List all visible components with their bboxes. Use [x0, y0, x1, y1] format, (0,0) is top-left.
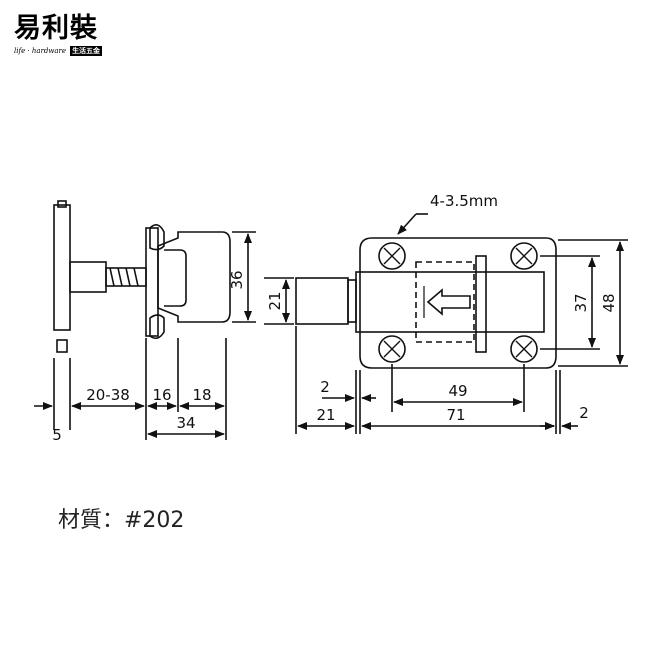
front-bolt-tip	[295, 277, 349, 325]
callout-leader	[397, 213, 417, 235]
side-view	[34, 200, 256, 440]
brand-subline: life · hardware 生活五金	[14, 46, 106, 56]
side-mount-plate	[53, 204, 71, 331]
dim-37: 37	[572, 293, 590, 312]
front-slot	[415, 261, 475, 343]
dim-71: 71	[446, 406, 465, 424]
screw-hole-top-right	[510, 242, 538, 270]
front-bolt-collar	[347, 279, 357, 323]
material-label: 材質：#202	[58, 508, 185, 533]
side-bolt-shaft	[69, 261, 107, 293]
brand-name: 易利裝	[14, 13, 98, 44]
front-view	[264, 213, 628, 434]
side-cover	[157, 231, 231, 323]
screw-hole-top-left	[378, 242, 406, 270]
side-plate-tab-top	[57, 200, 67, 208]
side-body-plate	[145, 227, 159, 337]
side-plate-tab-bottom	[56, 339, 68, 353]
dim-49: 49	[448, 382, 467, 400]
dim-34: 34	[176, 414, 195, 432]
dim-5: 5	[52, 426, 62, 444]
dim-2-right: 2	[579, 404, 589, 422]
brand-tag-box: 生活五金	[70, 46, 103, 56]
side-screw-head-bottom	[149, 314, 165, 340]
dim-21-bottom: 21	[316, 406, 335, 424]
dim-16: 16	[152, 386, 171, 404]
dim-2-left: 2	[320, 378, 330, 396]
side-screw-head-top	[149, 224, 165, 251]
brand-logo: 易利裝 life · hardware 生活五金	[14, 14, 106, 56]
brand-tagline: life · hardware	[14, 47, 67, 55]
dim-18: 18	[192, 386, 211, 404]
callout-screw-spec: 4-3.5mm	[430, 192, 498, 210]
dim-21-side: 21	[266, 291, 284, 310]
side-cover-inner	[164, 249, 187, 307]
direction-arrow-icon	[426, 288, 471, 316]
dim-36: 36	[228, 270, 246, 289]
front-base-plate	[359, 237, 557, 369]
dim-20-38: 20-38	[86, 386, 130, 404]
front-handle	[475, 255, 487, 353]
dim-48: 48	[600, 293, 618, 312]
screw-hole-bottom-left	[378, 335, 406, 363]
screw-hole-bottom-right	[510, 335, 538, 363]
front-bolt-body	[355, 271, 545, 333]
